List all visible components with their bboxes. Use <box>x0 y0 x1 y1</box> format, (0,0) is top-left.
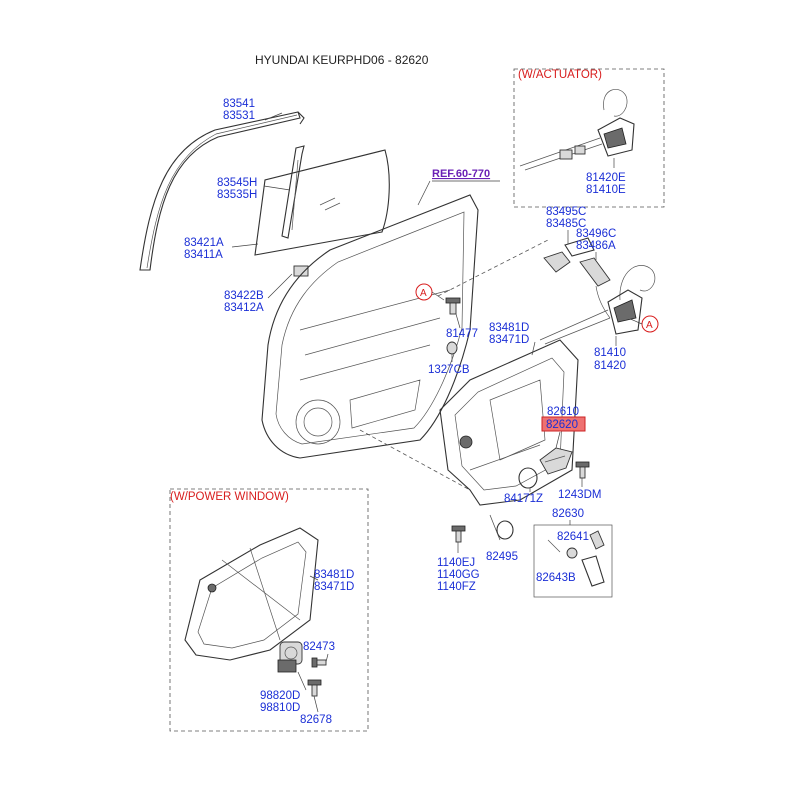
label-83421A: 83421A <box>184 237 224 249</box>
leader-83422B <box>267 273 293 299</box>
svg-text:A: A <box>420 288 427 299</box>
label-82643B: 82643B <box>536 572 576 584</box>
bolt-82678 <box>307 679 322 697</box>
label-83541: 83541 <box>223 98 255 110</box>
door-module-panel <box>439 339 579 506</box>
label-83485C: 83485C <box>546 218 586 230</box>
leader-83541 <box>264 112 283 121</box>
svg-text:A: A <box>646 320 653 331</box>
screw-1243DM <box>575 461 590 479</box>
label-pw83481D: 83481D <box>314 569 354 581</box>
door-frame <box>261 194 479 459</box>
label-1140GG: 1140GG <box>437 569 480 581</box>
leader-callout-a-left <box>431 291 445 301</box>
label-81477: 81477 <box>446 328 478 340</box>
label-98810D: 98810D <box>260 702 300 714</box>
label-83411A: 83411A <box>184 249 223 261</box>
window-run-channel <box>139 111 305 271</box>
callout-a-left: A <box>415 283 433 301</box>
leader-82473 <box>325 653 329 663</box>
label-83471D: 83471D <box>489 334 529 346</box>
label-82495: 82495 <box>486 551 518 563</box>
label-81410: 81410 <box>594 347 626 359</box>
label-82641: 82641 <box>557 531 589 543</box>
ring-84171Z <box>518 467 538 489</box>
ref-dash-2 <box>437 239 549 297</box>
inside-handle <box>539 447 573 475</box>
leader-83481D <box>531 341 536 356</box>
label-83486A: 83486A <box>576 240 616 252</box>
label-83531: 83531 <box>223 110 255 122</box>
actuator-group-label: (W/ACTUATOR) <box>518 69 602 81</box>
label-82610: 82610 <box>547 406 579 418</box>
ref-label: REF.60-770 <box>432 168 490 180</box>
latch-assembly <box>539 265 656 345</box>
label-83496C: 83496C <box>576 228 616 240</box>
actuator-group-box <box>513 68 665 208</box>
label-81420E: 81420E <box>586 172 626 184</box>
label-83535H: 83535H <box>217 189 257 201</box>
leader-ref <box>417 180 500 206</box>
highlight-82620 <box>541 416 586 432</box>
ref-dash-1 <box>359 429 471 491</box>
callout-a-right: A <box>641 315 659 333</box>
label-84171Z: 84171Z <box>504 493 543 505</box>
leader-83545H <box>263 185 291 191</box>
label-1140FZ: 1140FZ <box>437 581 476 593</box>
label-82620: 82620 <box>546 419 578 431</box>
rod-bracket <box>543 237 611 319</box>
bolt-82473 <box>311 657 327 668</box>
label-pw83471D: 83471D <box>314 581 354 593</box>
label-83481D: 83481D <box>489 322 529 334</box>
label-83422B: 83422B <box>224 290 264 302</box>
label-81410E: 81410E <box>586 184 626 196</box>
leader-82610 <box>555 431 561 449</box>
plug-82495 <box>496 520 514 540</box>
window-motor <box>277 641 303 673</box>
leader-82678 <box>313 695 319 713</box>
glass-bracket <box>293 265 309 277</box>
label-82473: 82473 <box>303 641 335 653</box>
actuator-latch <box>519 89 635 171</box>
label-1243DM: 1243DM <box>558 489 601 501</box>
leader-83421A <box>231 243 259 248</box>
leader-82495 <box>489 514 501 541</box>
label-1327CB: 1327CB <box>428 364 470 376</box>
label-98820D: 98820D <box>260 690 300 702</box>
label-82678: 82678 <box>300 714 332 726</box>
bracket-group-box-82630 <box>533 524 613 598</box>
clip-82643B <box>547 539 578 559</box>
grommet-1327CB <box>446 341 458 355</box>
diagram-title: HYUNDAI KEURPHD06 - 82620 <box>255 53 429 67</box>
door-glass <box>254 149 390 256</box>
power-window-regulator <box>184 527 319 661</box>
leader-98820D <box>297 671 307 691</box>
leader-81477 <box>455 313 461 329</box>
power-window-group-label: (W/POWER WINDOW) <box>170 491 289 503</box>
leader-pw83481D <box>309 575 319 581</box>
label-1140EJ: 1140EJ <box>437 557 475 569</box>
bolt-81477 <box>445 297 461 315</box>
screw-1140 <box>451 525 466 543</box>
power-window-group-box <box>169 488 369 732</box>
label-83412A: 83412A <box>224 302 264 314</box>
label-82630: 82630 <box>552 508 584 520</box>
label-81420: 81420 <box>594 360 626 372</box>
label-83495C: 83495C <box>546 206 586 218</box>
label-83545H: 83545H <box>217 177 257 189</box>
glass-channel <box>281 145 305 239</box>
rod-82641 <box>581 530 605 587</box>
